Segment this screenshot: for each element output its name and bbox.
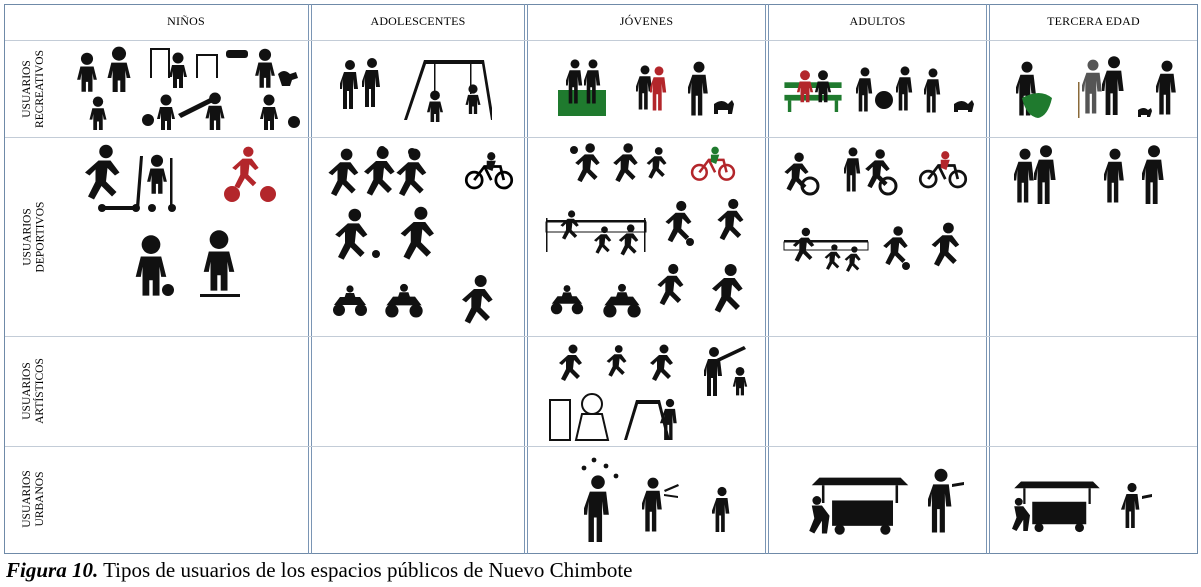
- teens-swing-icon: [332, 50, 492, 130]
- adult-sports-icon: [776, 142, 982, 282]
- column-header-jovenes: JÓVENES: [619, 14, 674, 28]
- row-divider: [5, 336, 1197, 337]
- children-playing-icon: [68, 44, 304, 134]
- column-header-tercera-edad: TERCERA EDAD: [1047, 14, 1140, 28]
- column-header-ninos: NIÑOS: [167, 14, 205, 28]
- artists-icon: [544, 340, 754, 444]
- young-sports-icon: [544, 140, 762, 330]
- column-divider: [986, 4, 990, 554]
- elderly-vendor-icon: [1010, 470, 1170, 540]
- elderly-walkers-icon: [1012, 142, 1182, 212]
- figure-caption: Figura 10. Tipos de usuarios de los espa…: [6, 558, 633, 583]
- column-divider: [524, 4, 528, 554]
- users-table: [4, 4, 1198, 554]
- row-divider: [5, 137, 1197, 138]
- column-header-adolescentes: ADOLESCENTES: [370, 14, 466, 28]
- child-scooter-icon: [72, 142, 302, 302]
- figure-label: Figura 10.: [6, 558, 99, 582]
- column-divider: [308, 4, 312, 554]
- figure-caption-text: Tipos de usuarios de los espacios públic…: [98, 558, 633, 582]
- row-divider: [5, 446, 1197, 447]
- young-couples-icon: [554, 54, 754, 130]
- row-divider: [5, 40, 1197, 41]
- street-performer-icon: [576, 456, 746, 546]
- column-divider: [765, 4, 769, 554]
- elderly-walking-icon: [1008, 52, 1188, 126]
- street-vendor-cart-icon: [806, 462, 976, 542]
- adults-bench-icon: [778, 62, 984, 122]
- column-header-adultos: ADULTOS: [849, 14, 906, 28]
- teens-sports-icon: [320, 144, 520, 334]
